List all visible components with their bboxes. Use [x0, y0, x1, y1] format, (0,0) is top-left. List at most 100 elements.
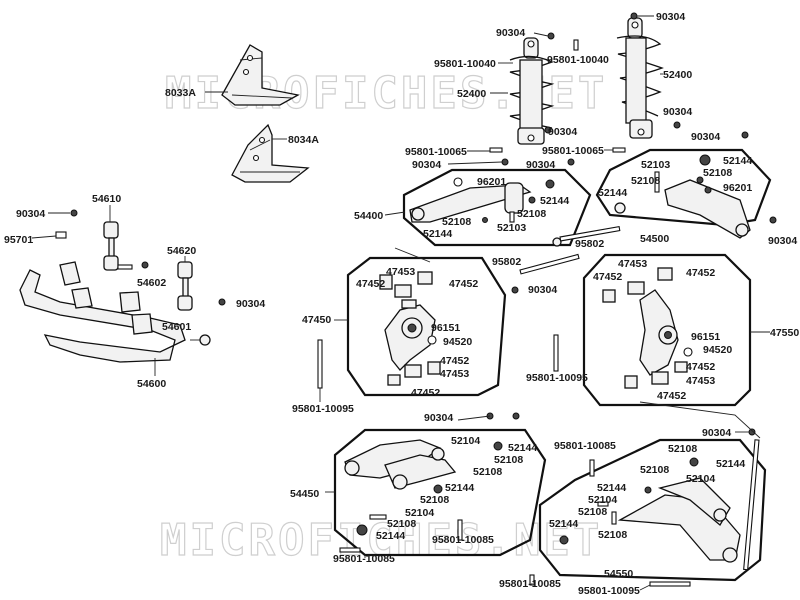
label-95701: 95701	[4, 234, 33, 246]
label-52103: 52103	[641, 159, 670, 171]
label-47452: 47452	[449, 278, 478, 290]
label-52104: 52104	[451, 435, 480, 447]
label-52108: 52108	[517, 208, 546, 220]
label-95801-10065: 95801-10065	[542, 145, 604, 157]
label-52108: 52108	[387, 518, 416, 530]
label-54600: 54600	[137, 378, 166, 390]
knuckle-47550	[602, 267, 693, 389]
panel-47550	[582, 253, 752, 407]
fastener-group-top	[489, 12, 749, 166]
label-54602: 54602	[137, 277, 166, 289]
label-95801-10085: 95801-10085	[432, 534, 494, 546]
panel-47450	[346, 256, 507, 397]
shock-absorber-right	[616, 17, 664, 139]
label-52144: 52144	[723, 155, 752, 167]
label-52108: 52108	[578, 506, 607, 518]
label-52144: 52144	[549, 518, 578, 530]
panel-54500	[595, 148, 772, 227]
label-8034a: 8034A	[288, 134, 319, 146]
label-47452: 47452	[686, 361, 715, 373]
leader-47550-54550	[639, 401, 761, 439]
label-47550: 47550	[770, 327, 799, 339]
label-96201: 96201	[723, 182, 752, 194]
label-96151: 96151	[431, 322, 460, 334]
label-52144: 52144	[540, 195, 569, 207]
label-52108: 52108	[703, 167, 732, 179]
label-96201: 96201	[477, 176, 506, 188]
label-47453: 47453	[686, 375, 715, 387]
label-52108: 52108	[631, 175, 660, 187]
label-54400: 54400	[354, 210, 383, 222]
upper-arm-54500	[614, 154, 777, 239]
label-95801-10085: 95801-10085	[499, 578, 561, 590]
label-90304: 90304	[528, 284, 557, 296]
label-54450: 54450	[290, 488, 319, 500]
lower-arm-54550	[529, 457, 741, 587]
watermark-bottom: MICROFICHES.NET	[160, 515, 602, 566]
label-90304: 90304	[412, 159, 441, 171]
label-54500: 54500	[640, 233, 669, 245]
label-47452: 47452	[440, 355, 469, 367]
part-labels: 90304 90304 95801-10040 95801-10040 5240…	[4, 11, 799, 597]
long-bolt-right	[743, 439, 760, 571]
label-47452: 47452	[356, 278, 385, 290]
label-90304: 90304	[236, 298, 265, 310]
label-52104: 52104	[588, 494, 617, 506]
label-47452: 47452	[657, 390, 686, 402]
label-90304: 90304	[768, 235, 797, 247]
label-52108: 52108	[668, 443, 697, 455]
label-52144: 52144	[508, 442, 537, 454]
label-95802: 95802	[575, 238, 604, 250]
stabilizer-bar	[19, 261, 211, 363]
bolt-95801-10095-right	[553, 334, 559, 372]
label-47450: 47450	[302, 314, 331, 326]
stabilizer-link-54620	[177, 261, 226, 311]
label-47453: 47453	[618, 258, 647, 270]
stabilizer-link-54610	[55, 209, 149, 271]
label-54550: 54550	[604, 568, 633, 580]
label-90304: 90304	[526, 159, 555, 171]
label-95801-10085: 95801-10085	[333, 553, 395, 565]
label-52108: 52108	[640, 464, 669, 476]
label-96151: 96151	[691, 331, 720, 343]
upper-arm-54400	[409, 177, 562, 247]
long-bolt-95802	[511, 225, 621, 294]
label-52400: 52400	[457, 88, 486, 100]
label-52144: 52144	[598, 187, 627, 199]
label-52144: 52144	[423, 228, 452, 240]
label-54620: 54620	[167, 245, 196, 257]
label-90304: 90304	[702, 427, 731, 439]
label-47453: 47453	[440, 368, 469, 380]
label-52108: 52108	[473, 466, 502, 478]
label-52108: 52108	[442, 216, 471, 228]
label-52104: 52104	[405, 507, 434, 519]
label-90304: 90304	[656, 11, 685, 23]
label-95801-10095: 95801-10095	[292, 403, 354, 415]
label-90304: 90304	[496, 27, 525, 39]
label-52108: 52108	[598, 529, 627, 541]
label-52104: 52104	[686, 473, 715, 485]
knuckle-47450	[379, 271, 441, 386]
label-47452: 47452	[686, 267, 715, 279]
label-95801-10085: 95801-10085	[554, 440, 616, 452]
label-47452: 47452	[593, 271, 622, 283]
leader-54400-47450	[394, 247, 431, 263]
panel-54450	[333, 428, 547, 557]
label-95801-10065: 95801-10065	[405, 146, 467, 158]
label-90304: 90304	[548, 126, 577, 138]
label-52144: 52144	[445, 482, 474, 494]
label-52144: 52144	[597, 482, 626, 494]
label-52103: 52103	[497, 222, 526, 234]
fasteners-90304-mid	[486, 412, 520, 420]
panel-54400	[402, 168, 592, 247]
label-95801-10040: 95801-10040	[547, 54, 609, 66]
label-90304: 90304	[663, 106, 692, 118]
label-94520: 94520	[443, 336, 472, 348]
label-95801-10095: 95801-10095	[578, 585, 640, 597]
label-90304: 90304	[16, 208, 45, 220]
label-52144: 52144	[376, 530, 405, 542]
label-95801-10095: 95801-10095	[526, 372, 588, 384]
label-52400: 52400	[663, 69, 692, 81]
